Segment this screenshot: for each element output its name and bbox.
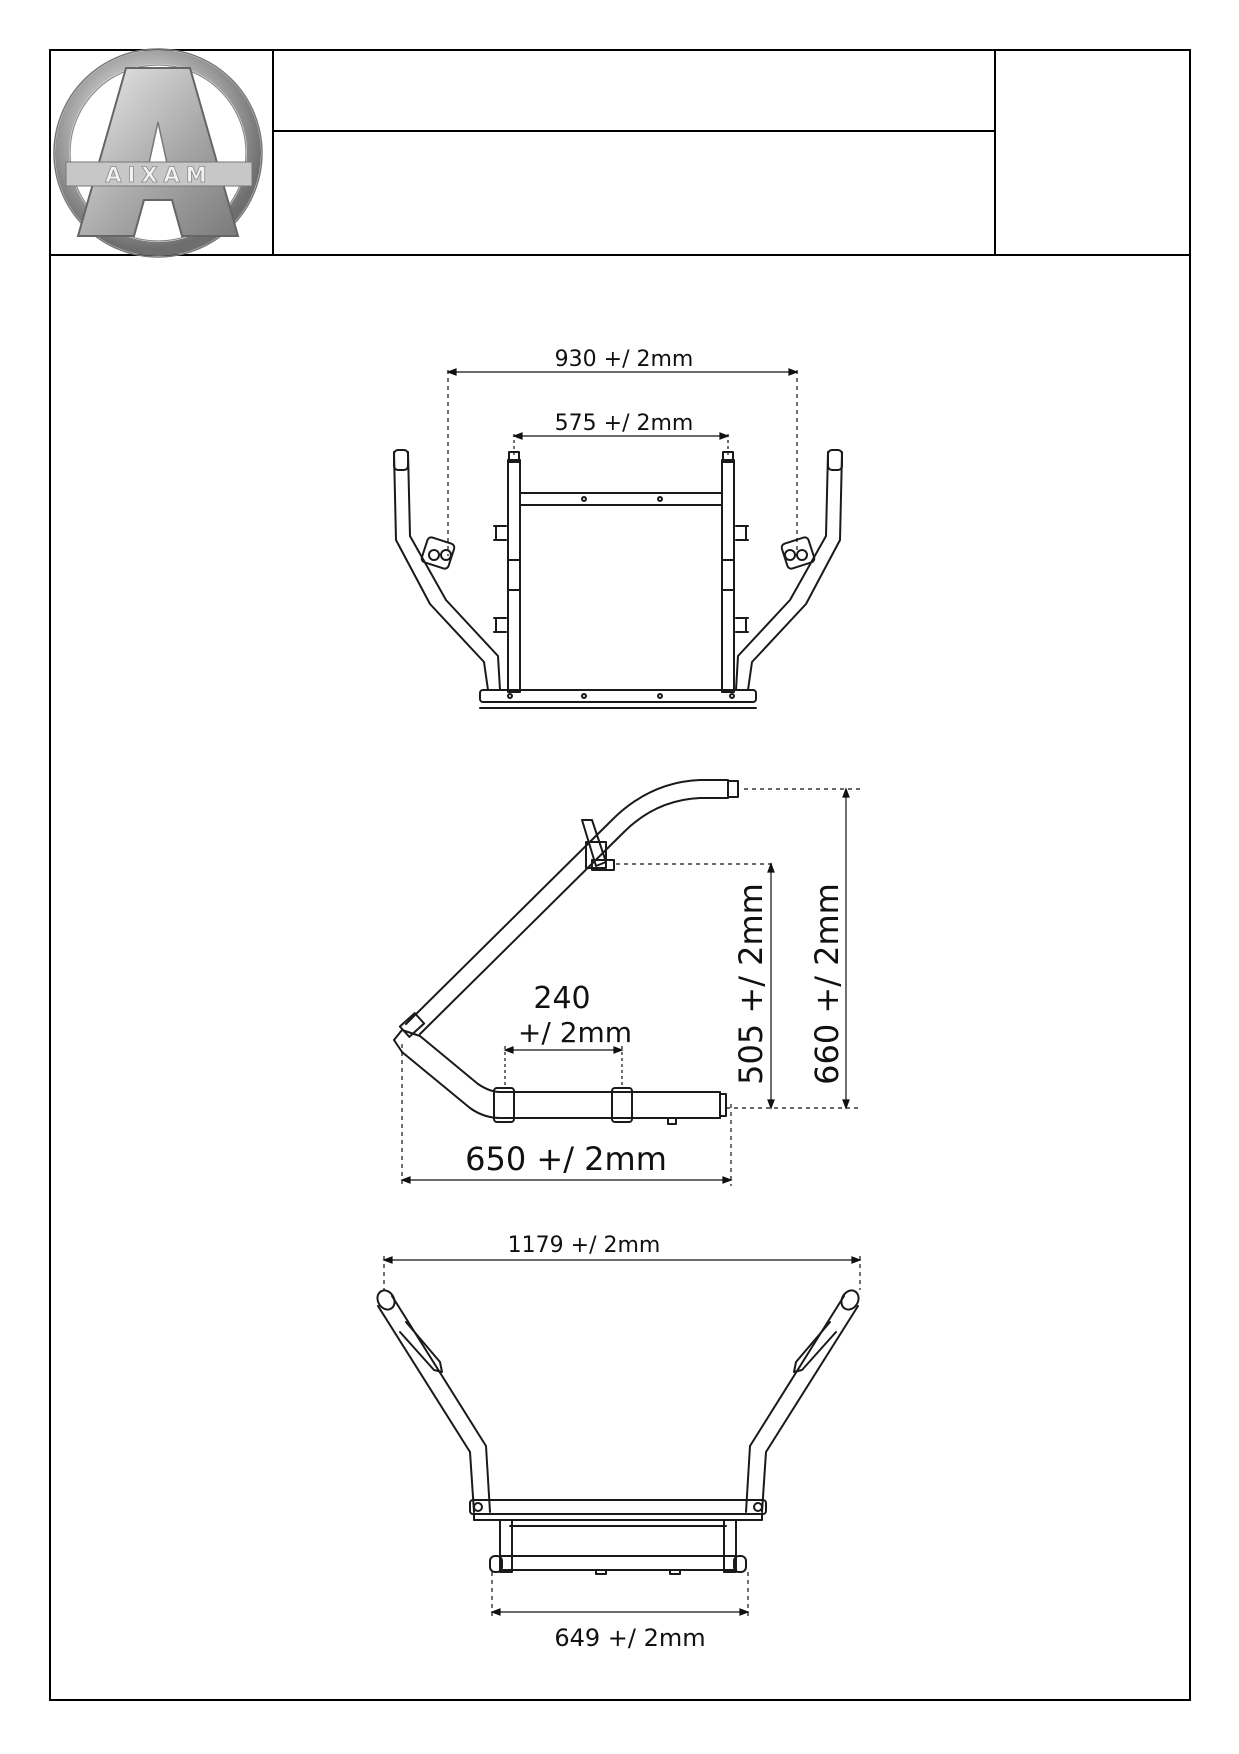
front-view-dimensions [446,368,799,556]
dim-side-lower-height: 505 +/ 2mm [732,883,770,1085]
side-view [393,779,739,1125]
dim-side-total-height: 660 +/ 2mm [808,883,846,1085]
top-view-dimensions [382,1256,862,1616]
dim-side-length: 650 +/ 2mm [465,1140,667,1178]
top-view [376,1289,860,1575]
front-view [393,449,843,709]
dim-front-inner-width: 575 +/ 2mm [555,411,694,436]
dim-side-spacing-tol: +/ 2mm [518,1016,632,1049]
dim-front-outer-width: 930 +/ 2mm [555,347,694,372]
dim-top-base-width: 649 +/ 2mm [554,1624,705,1652]
logo-brand-text: AIXAM [105,163,212,187]
side-view-dimensions [400,787,862,1186]
dim-top-overall-width: 1179 +/ 2mm [508,1233,661,1258]
aixam-logo: AIXAM [53,48,263,258]
sheet-frame [49,49,1191,1701]
dim-side-spacing-value: 240 [533,981,590,1016]
